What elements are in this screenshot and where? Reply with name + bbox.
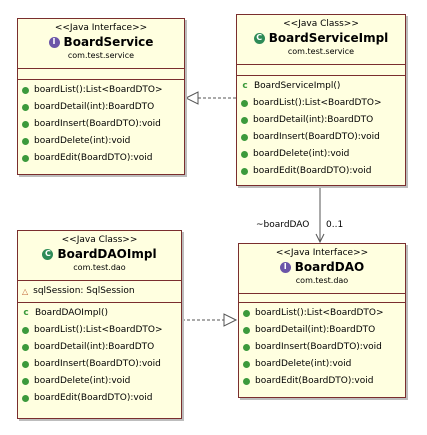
public-method-icon	[243, 310, 250, 317]
interface-icon: I	[48, 36, 60, 48]
method-row[interactable]: boardInsert(BoardDTO):void	[241, 129, 401, 146]
public-method-icon	[22, 378, 29, 385]
public-method-icon	[241, 168, 248, 175]
method-row[interactable]: boardDetail(int):BoardDTO	[241, 112, 401, 129]
method-row[interactable]: boardInsert(BoardDTO):void	[22, 116, 180, 133]
public-method-icon	[22, 104, 29, 111]
method-row[interactable]: boardDetail(int):BoardDTO	[243, 322, 401, 339]
method-row[interactable]: boardDelete(int):void	[243, 356, 401, 373]
method-row[interactable]: boardInsert(BoardDTO):void	[243, 339, 401, 356]
class-icon: C	[42, 248, 54, 260]
public-method-icon	[22, 395, 29, 402]
stereotype-label: <<Java Interface>>	[54, 23, 148, 33]
method-row[interactable]: boardDelete(int):void	[241, 146, 401, 163]
package-name: com.test.dao	[295, 276, 349, 285]
realization-arrowhead-dao	[223, 313, 238, 327]
method-row[interactable]: boardEdit(BoardDTO):void	[243, 373, 401, 390]
public-method-icon	[241, 100, 248, 107]
public-method-icon	[22, 138, 29, 145]
method-row[interactable]: boardList():List<BoardDTO>	[22, 82, 180, 99]
method-row[interactable]: boardEdit(BoardDTO):void	[22, 150, 180, 167]
public-method-icon	[22, 155, 29, 162]
interface-icon: I	[279, 261, 291, 273]
method-row[interactable]: boardInsert(BoardDTO):void	[22, 356, 177, 373]
association-arrowhead	[315, 233, 325, 244]
package-name: com.test.service	[67, 51, 135, 60]
public-method-icon	[243, 378, 250, 385]
attributes-compartment	[237, 64, 405, 75]
public-method-icon	[243, 344, 250, 351]
constructor-icon: c	[242, 81, 248, 91]
method-row[interactable]: boardDetail(int):BoardDTO	[22, 99, 180, 116]
public-method-icon	[241, 117, 248, 124]
private-field-icon: △	[22, 287, 29, 296]
board-service-impl-class-box[interactable]: <<Java Class>> C BoardServiceImpl com.te…	[236, 14, 406, 186]
attributes-compartment	[239, 293, 405, 302]
association-multiplicity-label: 0..1	[326, 220, 344, 230]
board-dao-impl-class-box[interactable]: <<Java Class>> C BoardDAOImpl com.test.d…	[17, 230, 182, 419]
stereotype-label: <<Java Class>>	[283, 19, 359, 29]
method-row[interactable]: boardDelete(int):void	[22, 133, 180, 150]
method-row[interactable]: boardList():List<BoardDTO>	[22, 322, 177, 339]
board-dao-interface-box[interactable]: <<Java Interface>> I BoardDAO com.test.d…	[238, 243, 406, 398]
package-name: com.test.service	[287, 47, 355, 56]
class-name: BoardServiceImpl	[268, 31, 389, 45]
method-row[interactable]: boardEdit(BoardDTO):void	[241, 163, 401, 180]
methods-compartment: boardList():List<BoardDTO> boardDetail(i…	[18, 79, 184, 169]
public-method-icon	[243, 327, 250, 334]
public-method-icon	[22, 361, 29, 368]
constructor-icon: c	[23, 308, 29, 318]
attributes-compartment: △sqlSession: SqlSession	[18, 280, 181, 302]
method-row[interactable]: boardEdit(BoardDTO):void	[22, 390, 177, 407]
method-row[interactable]: boardList():List<BoardDTO>	[241, 95, 401, 112]
method-row[interactable]: boardDelete(int):void	[22, 373, 177, 390]
class-name: BoardService	[63, 35, 154, 49]
stereotype-label: <<Java Class>>	[61, 235, 138, 245]
public-method-icon	[22, 121, 29, 128]
realization-arrowhead-service	[184, 91, 199, 105]
public-method-icon	[22, 344, 29, 351]
field-row[interactable]: △sqlSession: SqlSession	[22, 283, 177, 300]
stereotype-label: <<Java Interface>>	[275, 248, 369, 258]
association-role-label: ~boardDAO	[256, 220, 310, 230]
class-name: BoardDAOImpl	[57, 247, 157, 261]
method-row[interactable]: boardDetail(int):BoardDTO	[22, 339, 177, 356]
attributes-compartment	[18, 68, 184, 79]
package-name: com.test.dao	[73, 263, 126, 272]
public-method-icon	[241, 134, 248, 141]
public-method-icon	[241, 151, 248, 158]
methods-compartment: boardList():List<BoardDTO> boardDetail(i…	[239, 302, 405, 392]
class-icon: C	[253, 32, 265, 44]
public-method-icon	[22, 87, 29, 94]
public-method-icon	[22, 327, 29, 334]
class-name: BoardDAO	[294, 260, 365, 274]
method-row[interactable]: boardList():List<BoardDTO>	[243, 305, 401, 322]
board-service-interface-box[interactable]: <<Java Interface>> I BoardService com.te…	[17, 18, 185, 175]
public-method-icon	[243, 361, 250, 368]
